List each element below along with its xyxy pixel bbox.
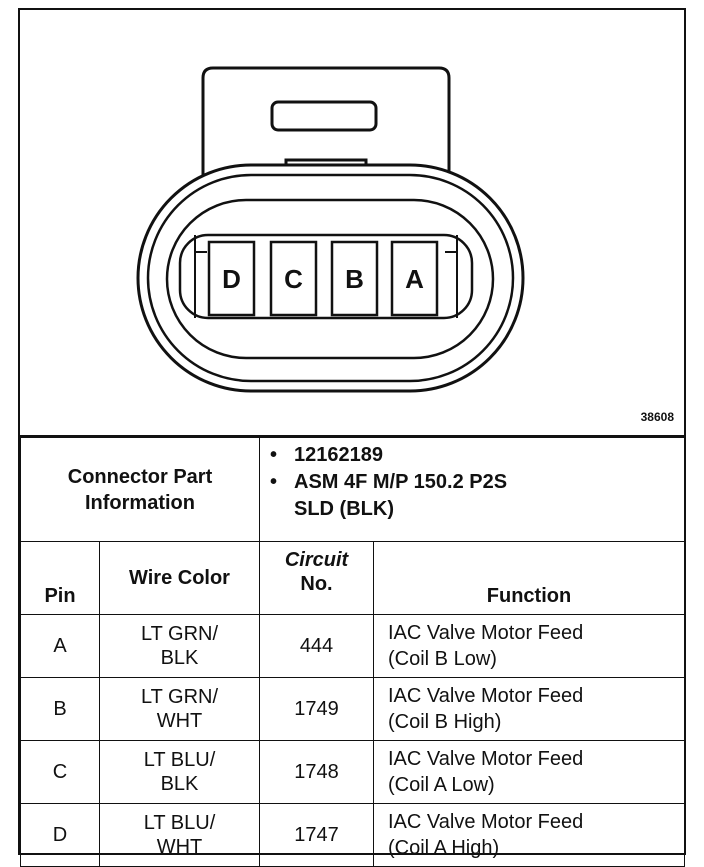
table-row: B LT GRN/ WHT 1749 IAC Valve Motor Feed … [20,677,685,741]
diagram-divider [20,435,684,437]
function-cell: IAC Valve Motor Feed (Coil B High) [373,677,685,741]
function-line2: (Coil A Low) [388,774,495,796]
cavity-label-d: D [222,264,241,294]
cavity-label-c: C [284,264,303,294]
part-info-label-line2: Information [85,491,195,514]
wire-color-line2: WHT [156,836,203,858]
function-line1: IAC Valve Motor Feed [388,748,584,770]
wire-color-cell: LT BLU/ WHT [99,803,260,867]
wire-color-line2: WHT [156,710,203,732]
terminal-body [178,233,474,320]
function-cell: IAC Valve Motor Feed (Coil A Low) [373,740,685,804]
circuit-cell: 1749 [259,677,374,741]
wire-color-line1: LT GRN/ [140,623,219,645]
figure-id: 38608 [640,410,674,424]
function-line2: (Coil B Low) [388,648,497,670]
wire-color-cell: LT GRN/ WHT [99,677,260,741]
part-number: 12162189 [270,442,684,469]
cavity-label-b: B [345,264,364,294]
connector-sheet: D C B A 38608 Connector Part Information… [18,8,686,867]
part-info-label-line1: Connector Part [67,465,213,488]
part-description-line2: SLD (BLK) [294,498,394,520]
wire-color-line1: LT GRN/ [140,686,219,708]
cavity-a: A [390,240,439,317]
wire-color-cell: LT BLU/ BLK [99,740,260,804]
function-line2: (Coil A High) [388,837,500,859]
wire-color-cell: LT GRN/ BLK [99,614,260,678]
function-line1: IAC Valve Motor Feed [388,685,584,707]
pin-table-header: Pin Wire Color Circuit No. Function [20,541,685,615]
header-circuit-no: Circuit No. [259,541,374,615]
connector-inner-shell [146,173,515,383]
header-wire-color: Wire Color [99,541,260,615]
function-line1: IAC Valve Motor Feed [388,622,584,644]
wire-color-line1: LT BLU/ [143,749,216,771]
header-circuit-line2: No. [300,573,333,595]
pin-cell: D [20,803,100,867]
cavity-d: D [207,240,256,317]
wire-color-line1: LT BLU/ [143,812,216,834]
part-description-line1: ASM 4F M/P 150.2 P2S [294,471,508,493]
part-info-values: 12162189 ASM 4F M/P 150.2 P2S SLD (BLK) [259,437,685,542]
connector-diagram: D C B A [136,66,525,393]
pin-table: Pin Wire Color Circuit No. Function A LT… [20,541,685,867]
circuit-cell: 1747 [259,803,374,867]
header-pin: Pin [20,541,100,615]
cavity-b: B [330,240,379,317]
pin-cell: A [20,614,100,678]
cavity-c: C [269,240,318,317]
wire-color-line2: BLK [160,773,199,795]
pin-cell: C [20,740,100,804]
connector-outer-shell [136,163,525,393]
connector-part-info: Connector Part Information 12162189 ASM … [20,437,685,542]
function-cell: IAC Valve Motor Feed (Coil B Low) [373,614,685,678]
pin-cell: B [20,677,100,741]
header-function: Function [373,541,685,615]
table-row: D LT BLU/ WHT 1747 IAC Valve Motor Feed … [20,803,685,867]
connector-seal [165,198,495,360]
part-number-list: 12162189 ASM 4F M/P 150.2 P2S SLD (BLK) [260,438,684,523]
part-info-label: Connector Part Information [20,437,260,542]
cavity-label-a: A [405,264,424,294]
part-description: ASM 4F M/P 150.2 P2S SLD (BLK) [270,469,684,523]
circuit-cell: 1748 [259,740,374,804]
header-circuit-line1: Circuit [284,549,349,571]
function-line2: (Coil B High) [388,711,502,733]
table-row: C LT BLU/ BLK 1748 IAC Valve Motor Feed … [20,740,685,804]
circuit-cell: 444 [259,614,374,678]
table-row: A LT GRN/ BLK 444 IAC Valve Motor Feed (… [20,614,685,678]
function-line1: IAC Valve Motor Feed [388,811,584,833]
function-cell: IAC Valve Motor Feed (Coil A High) [373,803,685,867]
wire-color-line2: BLK [160,647,199,669]
